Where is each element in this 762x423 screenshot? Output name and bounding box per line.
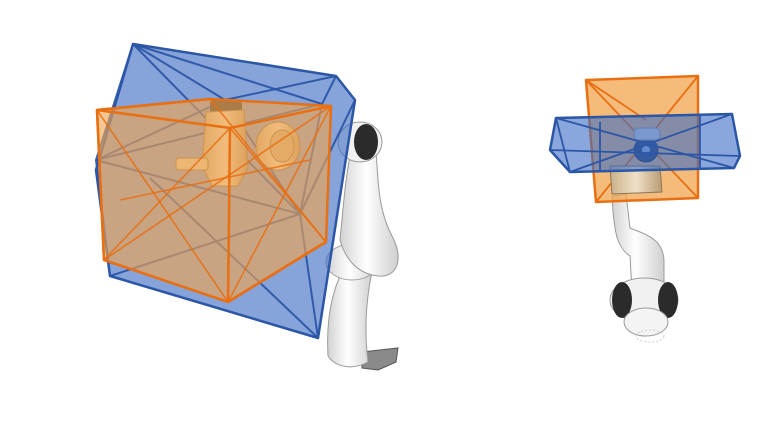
robot-top-view: [548, 74, 742, 343]
robot-joint-cap-dark: [354, 124, 378, 160]
robot-joint-cap-right: [658, 282, 678, 318]
robot-joint-cap-left: [612, 282, 632, 318]
robot-upper-link: [339, 147, 399, 277]
robot-base: [361, 347, 399, 371]
robot-side-view: [94, 42, 399, 371]
blue-bounding-box-top: [548, 112, 742, 174]
robot-lower-link: [327, 267, 373, 368]
robot-link-top: [611, 193, 665, 293]
robot-arm-top: [609, 193, 679, 343]
orange-bounding-box: [95, 97, 333, 304]
